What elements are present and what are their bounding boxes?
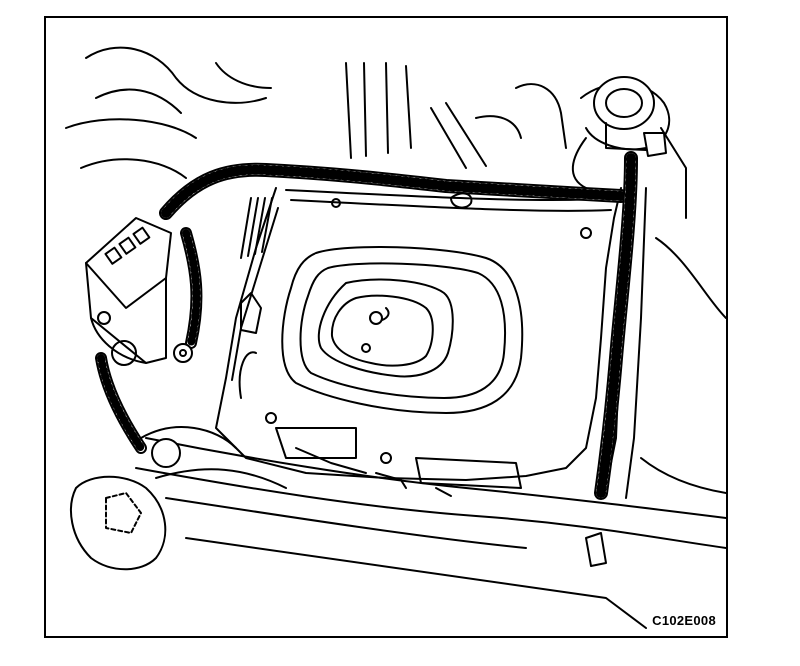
wiring-harness-icon	[95, 151, 638, 500]
figure-frame: C102E008	[44, 16, 728, 638]
lower-left-bracket-icon	[70, 426, 607, 571]
figure-code-label: C102E008	[652, 613, 716, 628]
engine-bay-panel-icon	[135, 187, 726, 629]
upper-body-contours-icon	[65, 46, 567, 179]
battery-cable-clamp-icon	[571, 76, 687, 219]
engine-bay-illustration	[65, 46, 726, 629]
connector-block-icon	[85, 217, 172, 366]
ground-terminal-icon	[173, 343, 193, 363]
tray-recess-icon	[281, 245, 524, 414]
